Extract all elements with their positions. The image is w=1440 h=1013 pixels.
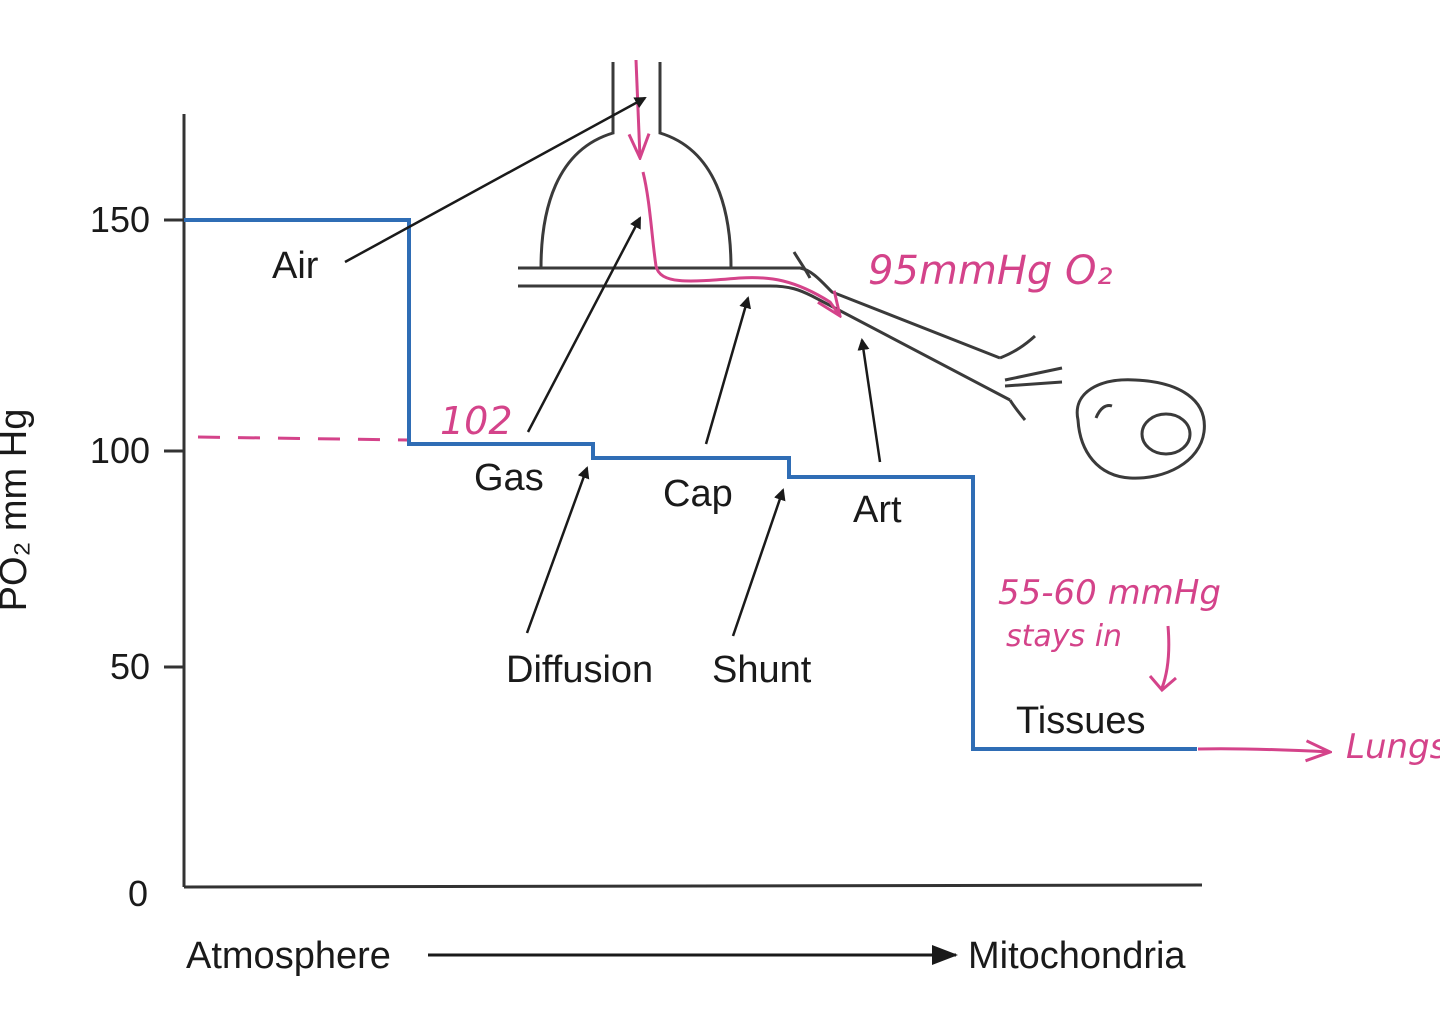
tissue-note-arrowhead: [1148, 675, 1177, 693]
art-label: Art: [853, 489, 902, 531]
tissues-label: Tissues: [1016, 700, 1146, 742]
alveolar-value-note: 102: [440, 399, 513, 443]
gas-pointer-arrow: [526, 216, 642, 433]
x-axis-line: [183, 883, 1203, 889]
diffusion-pointer-arrow: [525, 466, 590, 634]
x-axis-end-label: Mitochondria: [968, 935, 1186, 977]
air-label: Air: [272, 245, 319, 287]
diffusion-label: Diffusion: [506, 649, 653, 691]
po2-step-curve: [184, 218, 1197, 751]
tissue-note-arrow: [1160, 625, 1171, 689]
art-pointer-arrow: [857, 338, 882, 463]
cell-icon: [1075, 378, 1206, 480]
annotation-arrows: [344, 96, 882, 637]
y-tick-label-150: 150: [90, 199, 150, 240]
alveolar-102-dashed-line: [197, 435, 409, 442]
gas-label: Gas: [474, 457, 544, 499]
tissue-stays-note: stays in: [1006, 619, 1122, 654]
air-pointer-arrow: [344, 96, 647, 264]
shunt-pointer-arrow: [731, 488, 786, 637]
alveolus-icon: [518, 62, 786, 270]
axes: 150 100 50 0 PO₂ mm Hg Atmosphere Mitoch…: [0, 114, 1203, 977]
lungs-note: Lungs: [1346, 727, 1440, 767]
cap-label: Cap: [663, 473, 733, 515]
to-lungs-arrow: [1197, 749, 1330, 752]
arterial-po2-note: 95mmHg O₂: [868, 248, 1113, 294]
cap-pointer-arrow: [704, 296, 752, 445]
oxygen-flow-arrow: [641, 171, 840, 316]
tissue-range-note: 55-60 mmHg: [998, 573, 1221, 613]
blood-vessel-icon: [518, 251, 1063, 421]
x-axis-start-label: Atmosphere: [186, 935, 391, 977]
shunt-label: Shunt: [712, 649, 812, 691]
y-tick-label-0: 0: [128, 873, 148, 914]
y-tick-label-100: 100: [90, 430, 150, 471]
y-tick-label-50: 50: [110, 646, 150, 687]
inspired-air-arrow: [636, 59, 640, 158]
y-axis-label: PO₂ mm Hg: [0, 409, 35, 612]
